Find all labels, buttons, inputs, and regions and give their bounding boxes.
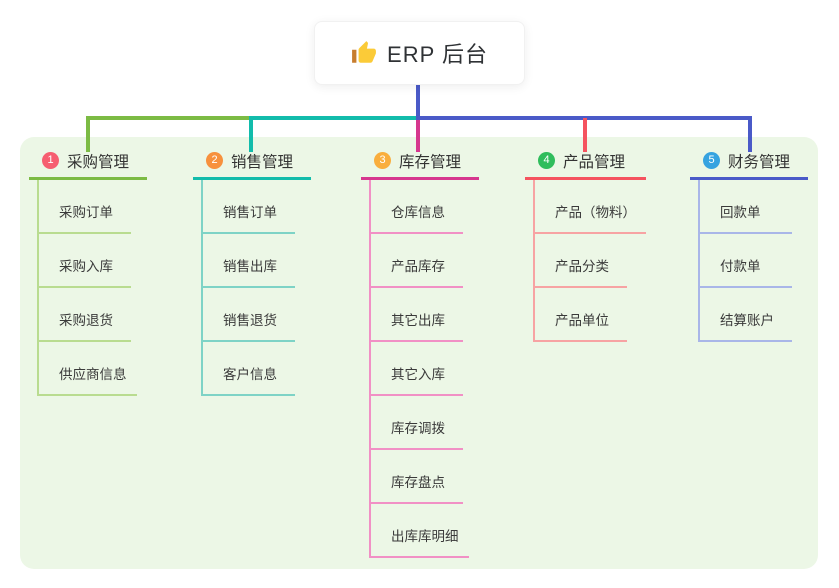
child-node-label: 库存盘点 — [391, 475, 445, 490]
child-node-label: 采购退货 — [59, 313, 113, 328]
branch-product: 4 产品管理 产品（物料） 产品分类产品单位 — [525, 150, 646, 342]
child-node-label: 产品库存 — [391, 259, 445, 274]
child-node-label: 销售出库 — [223, 259, 277, 274]
branch-number-badge: 2 — [206, 152, 223, 169]
branch-number-badge: 1 — [42, 152, 59, 169]
branch-number-badge: 3 — [374, 152, 391, 169]
branch-purchase-header[interactable]: 1 采购管理 — [29, 150, 147, 180]
child-node-label: 其它入库 — [391, 367, 445, 382]
child-node-label: 采购入库 — [59, 259, 113, 274]
branch-finance-children: 回款单付款单结算账户 — [698, 180, 792, 342]
child-node-label: 供应商信息 — [59, 367, 127, 382]
child-node[interactable]: 库存盘点 — [371, 450, 463, 504]
branch-product-children: 产品（物料） 产品分类产品单位 — [533, 180, 646, 342]
child-node[interactable]: 产品单位 — [535, 288, 627, 342]
branch-sales-children: 销售订单销售出库销售退货客户信息 — [201, 180, 295, 396]
child-node-label: 产品单位 — [555, 313, 609, 328]
child-node-label: 其它出库 — [391, 313, 445, 328]
branch-inventory-children: 仓库信息产品库存其它出库其它入库库存调拨库存盘点出库库明细 — [369, 180, 469, 558]
child-node[interactable]: 产品库存 — [371, 234, 463, 288]
child-node-label: 结算账户 — [720, 313, 774, 328]
branch-finance-header[interactable]: 5 财务管理 — [690, 150, 808, 180]
child-node[interactable]: 客户信息 — [203, 342, 295, 396]
branch-finance: 5 财务管理 回款单付款单结算账户 — [690, 150, 808, 342]
child-node-label: 销售订单 — [223, 205, 277, 220]
child-node[interactable]: 仓库信息 — [371, 180, 463, 234]
child-node-label: 付款单 — [720, 259, 761, 274]
branch-inventory: 3 库存管理 仓库信息产品库存其它出库其它入库库存调拨库存盘点出库库明细 — [361, 150, 479, 558]
child-node[interactable]: 销售订单 — [203, 180, 295, 234]
child-node-label: 库存调拨 — [391, 421, 445, 436]
branch-label: 库存管理 — [399, 153, 462, 171]
child-node[interactable]: 出库库明细 — [371, 504, 469, 558]
child-node[interactable]: 采购订单 — [39, 180, 131, 234]
child-node[interactable]: 付款单 — [700, 234, 792, 288]
child-node-label: 回款单 — [720, 205, 761, 220]
child-node[interactable]: 销售出库 — [203, 234, 295, 288]
child-node[interactable]: 供应商信息 — [39, 342, 137, 396]
root-node-label: ERP 后台 — [387, 42, 488, 67]
thumbs-up-icon — [352, 41, 376, 63]
child-node[interactable]: 销售退货 — [203, 288, 295, 342]
child-node[interactable]: 采购退货 — [39, 288, 131, 342]
root-node[interactable]: ERP 后台 — [314, 21, 525, 85]
branch-label: 采购管理 — [67, 153, 130, 171]
branch-label: 销售管理 — [231, 153, 294, 171]
child-node-label: 销售退货 — [223, 313, 277, 328]
child-node[interactable]: 库存调拨 — [371, 396, 463, 450]
child-node-label: 仓库信息 — [391, 205, 445, 220]
child-node-label: 出库库明细 — [391, 529, 459, 544]
branch-label: 产品管理 — [563, 153, 626, 171]
child-node[interactable]: 产品分类 — [535, 234, 627, 288]
branch-label: 财务管理 — [728, 153, 791, 171]
child-node[interactable]: 其它入库 — [371, 342, 463, 396]
branch-purchase-children: 采购订单采购入库采购退货供应商信息 — [37, 180, 137, 396]
child-node[interactable]: 结算账户 — [700, 288, 792, 342]
child-node-label: 客户信息 — [223, 367, 277, 382]
branch-number-badge: 4 — [538, 152, 555, 169]
child-node[interactable]: 其它出库 — [371, 288, 463, 342]
branch-purchase: 1 采购管理 采购订单采购入库采购退货供应商信息 — [29, 150, 147, 396]
branch-sales: 2 销售管理 销售订单销售出库销售退货客户信息 — [193, 150, 311, 396]
branches-panel — [20, 137, 818, 569]
child-node[interactable]: 回款单 — [700, 180, 792, 234]
child-node-label: 产品（物料） — [555, 205, 636, 220]
child-node[interactable]: 产品（物料） — [535, 180, 646, 234]
child-node-label: 产品分类 — [555, 259, 609, 274]
branch-number-badge: 5 — [703, 152, 720, 169]
child-node-label: 采购订单 — [59, 205, 113, 220]
branch-product-header[interactable]: 4 产品管理 — [525, 150, 646, 180]
branch-sales-header[interactable]: 2 销售管理 — [193, 150, 311, 180]
branch-inventory-header[interactable]: 3 库存管理 — [361, 150, 479, 180]
child-node[interactable]: 采购入库 — [39, 234, 131, 288]
